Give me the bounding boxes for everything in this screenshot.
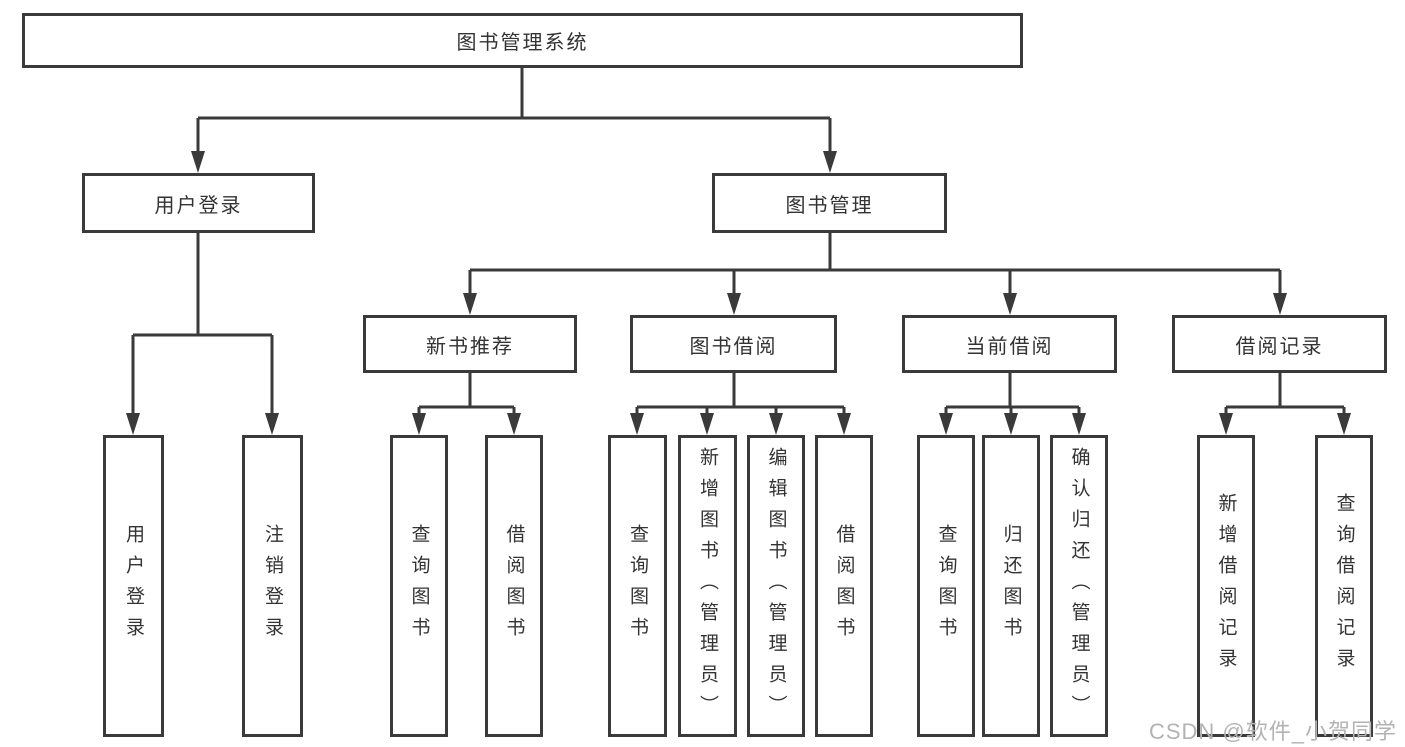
node-current-borrowing: 当前借阅 [902, 315, 1117, 373]
node-user-login-leaf: 用户登录 [103, 435, 164, 737]
connector-paths [131, 68, 1346, 420]
arrow [700, 413, 714, 435]
arrow [1219, 413, 1233, 435]
arrow [630, 413, 644, 435]
node-confirm-return-admin: 确认归还（管理员） [1050, 435, 1108, 737]
arrow [1072, 413, 1086, 435]
node-new-book-recommend: 新书推荐 [363, 315, 577, 373]
arrowheads [126, 151, 1351, 435]
node-book-borrowing: 图书借阅 [630, 315, 837, 373]
node-query-books-borrowing: 查询图书 [608, 435, 667, 737]
arrow [823, 151, 837, 173]
node-return-books: 归还图书 [982, 435, 1040, 737]
node-query-borrow-record: 查询借阅记录 [1315, 435, 1373, 737]
node-query-books-current: 查询图书 [917, 435, 975, 737]
arrow [769, 413, 783, 435]
node-add-borrow-record: 新增借阅记录 [1197, 435, 1255, 737]
arrow [1337, 413, 1351, 435]
arrow [412, 413, 426, 435]
arrow [463, 293, 477, 315]
node-user-login-group: 用户登录 [82, 173, 315, 233]
arrow [1273, 293, 1287, 315]
arrow [1003, 293, 1017, 315]
arrow [837, 413, 851, 435]
arrow [727, 293, 741, 315]
arrow [265, 413, 279, 435]
csdn-watermark: CSDN @软件_小贺同学 [1148, 719, 1397, 744]
node-borrow-books-recommend: 借阅图书 [485, 435, 543, 737]
arrow [939, 413, 953, 435]
node-borrowing-records: 借阅记录 [1172, 315, 1387, 373]
node-library-system: 图书管理系统 [22, 13, 1023, 68]
node-book-management: 图书管理 [712, 173, 947, 233]
node-query-books-recommend: 查询图书 [390, 435, 448, 737]
node-borrow-books-leaf: 借阅图书 [815, 435, 873, 737]
arrow [1004, 413, 1018, 435]
node-edit-books-admin: 编辑图书（管理员） [747, 435, 805, 737]
node-add-books-admin: 新增图书（管理员） [678, 435, 737, 737]
node-logout: 注销登录 [242, 435, 303, 737]
arrow [126, 413, 140, 435]
arrow [507, 413, 521, 435]
arrow [191, 151, 205, 173]
